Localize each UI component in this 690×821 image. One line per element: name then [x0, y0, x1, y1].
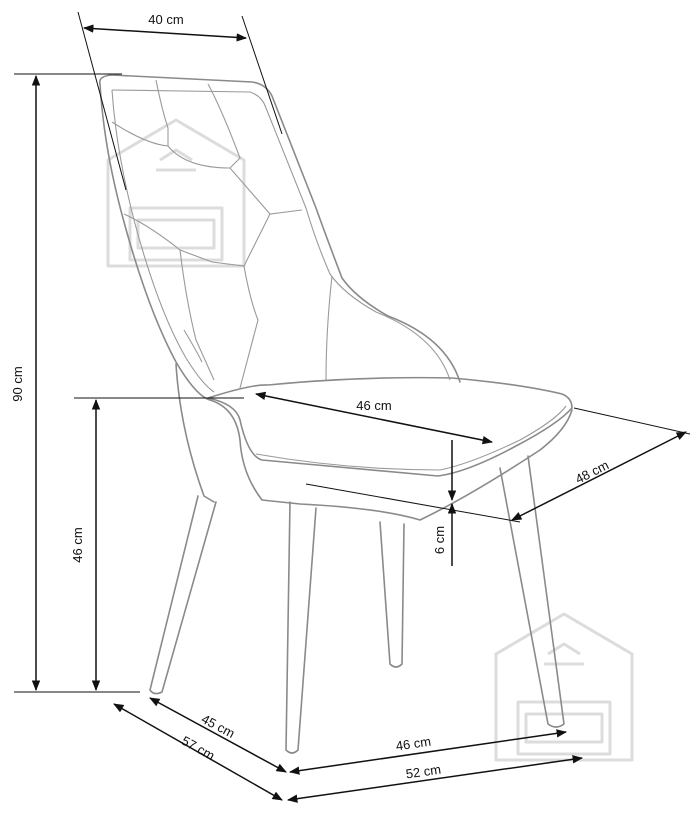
label-seat-height: 46 cm: [70, 527, 85, 562]
label-leg-depth-outer: 57 cm: [179, 733, 217, 763]
label-seat-depth: 48 cm: [573, 457, 611, 486]
dim-backrest-width: 40 cm: [77, 11, 283, 191]
dim-seat-height: 46 cm: [70, 397, 244, 692]
label-total-height: 90 cm: [10, 366, 25, 401]
label-seat-thickness: 6 cm: [432, 526, 447, 554]
label-leg-width-inner: 46 cm: [395, 734, 432, 754]
dim-leg-width: 46 cm 52 cm: [286, 729, 584, 803]
dim-total-height: 90 cm: [10, 73, 140, 693]
label-leg-width-outer: 52 cm: [405, 762, 442, 782]
dim-seat-thickness: 6 cm: [432, 440, 457, 566]
house-sofa-watermark-icon: [106, 118, 246, 268]
house-sofa-watermark-icon: [494, 612, 634, 762]
label-seat-width: 46 cm: [356, 398, 391, 413]
label-leg-depth-inner: 45 cm: [199, 711, 237, 741]
label-backrest-width: 40 cm: [148, 12, 183, 27]
dim-leg-depth: 45 cm 57 cm: [113, 697, 287, 801]
dim-seat-depth: 48 cm: [305, 407, 690, 523]
dim-seat-width: 46 cm: [254, 391, 494, 445]
